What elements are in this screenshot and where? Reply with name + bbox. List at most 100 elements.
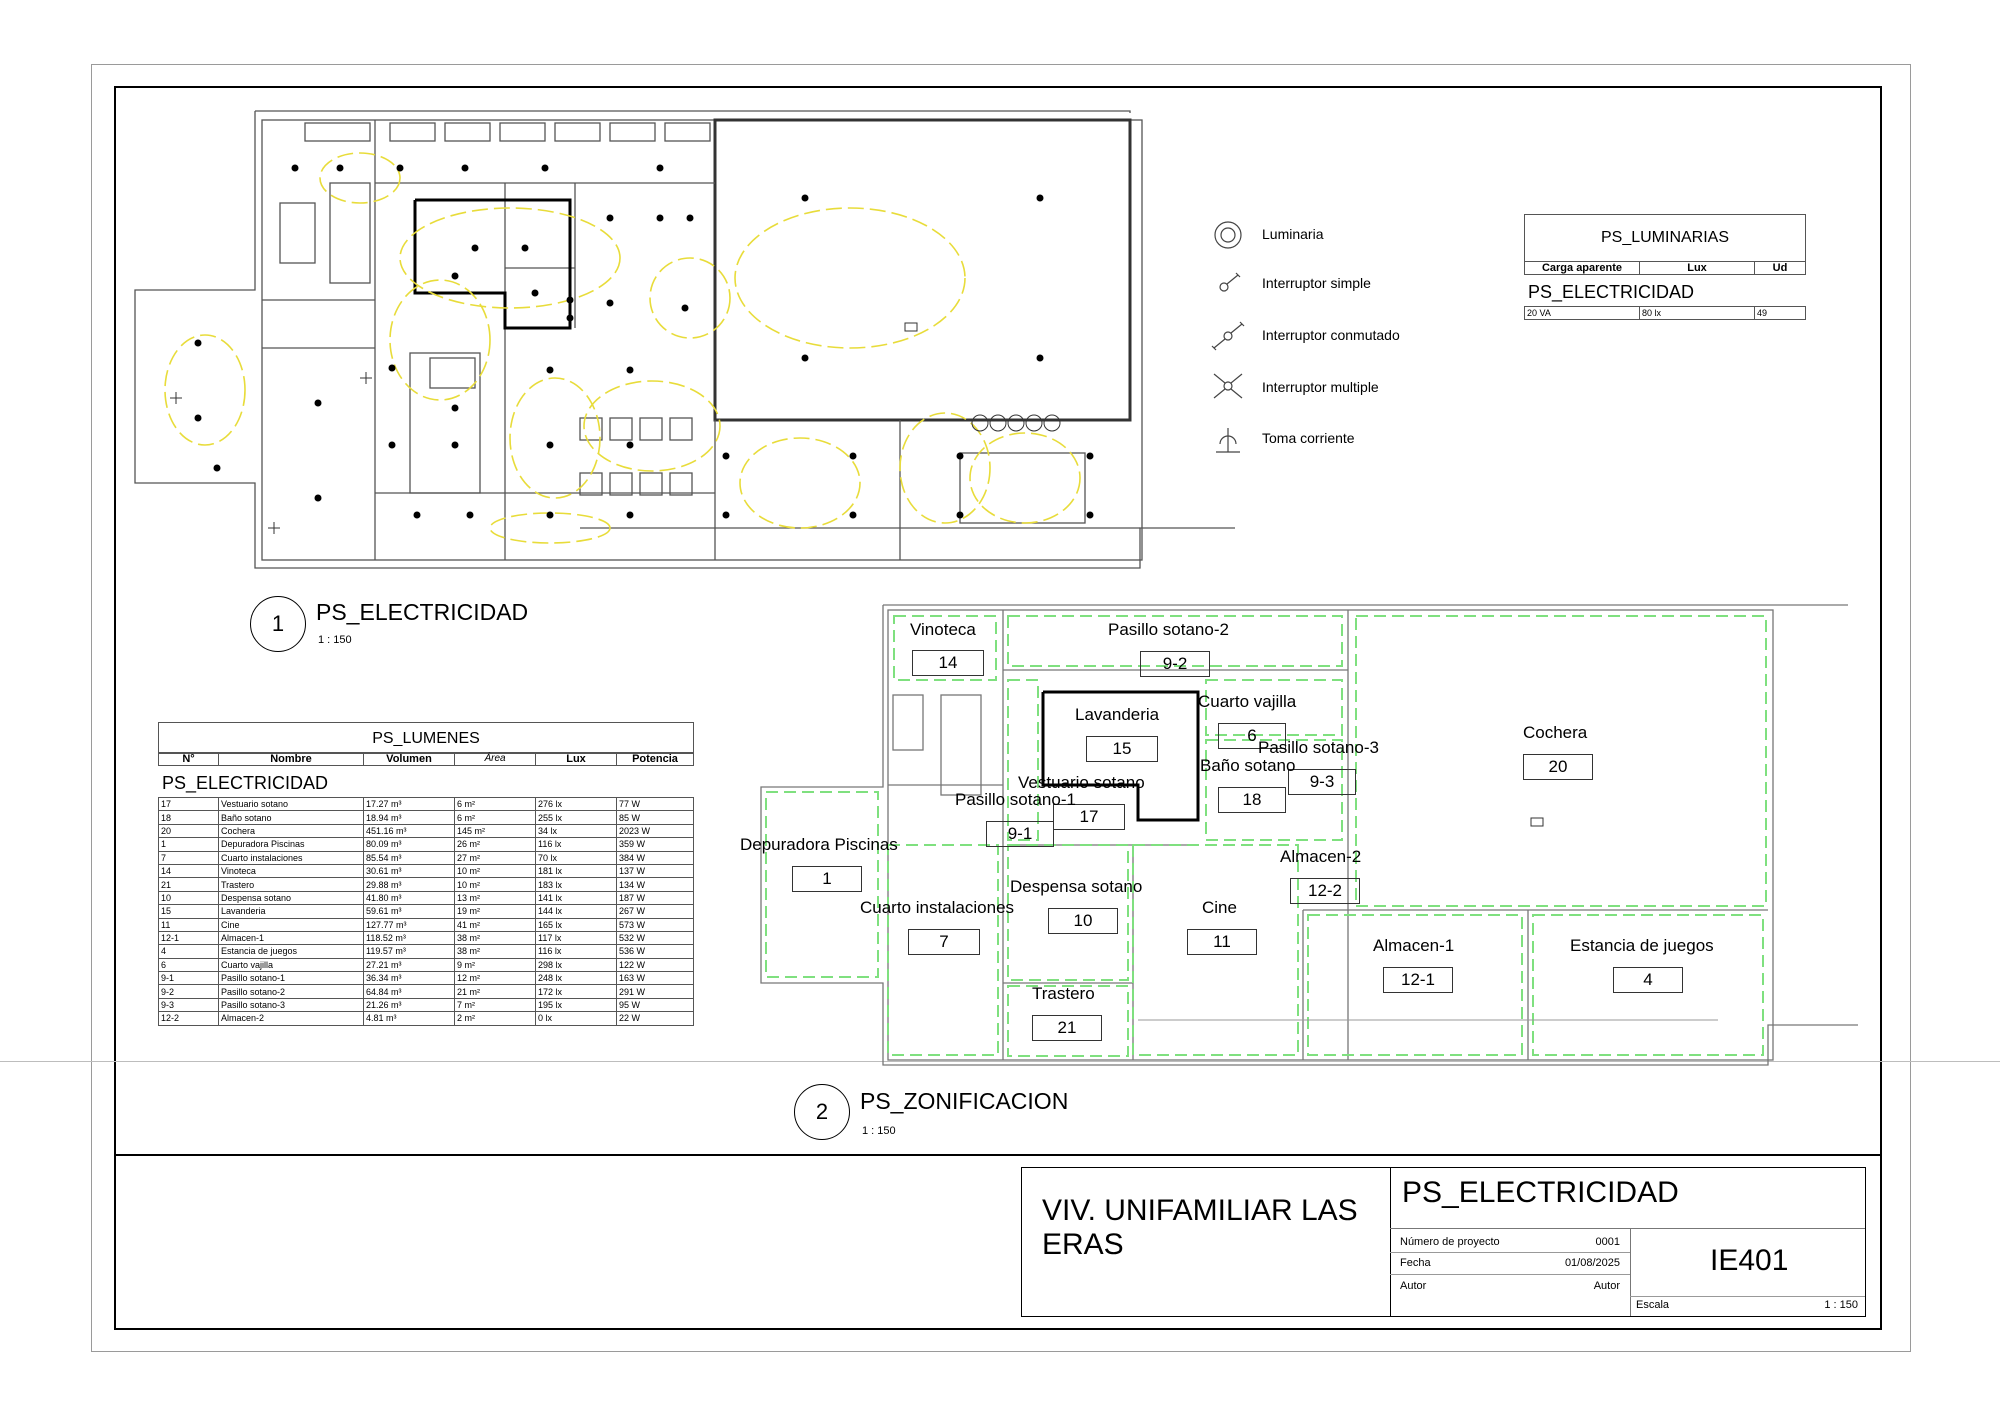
zone-number: 11 <box>1187 929 1257 955</box>
table-cell: 29.88 m³ <box>363 877 455 892</box>
table-cell: 141 lx <box>535 890 617 906</box>
legend-label: Interruptor multiple <box>1262 379 1379 395</box>
table-cell: 49 <box>1754 305 1806 321</box>
view-scale: 1 : 150 <box>862 1125 896 1137</box>
zone-number: 14 <box>912 650 984 676</box>
table-cell: 195 lx <box>535 997 617 1013</box>
table-cell: 20 <box>158 823 219 839</box>
table-cell: 14 <box>158 863 219 879</box>
zoning-plan[interactable] <box>758 600 1858 1070</box>
table-cell: 384 W <box>616 850 694 865</box>
table-cell: 451.16 m³ <box>363 823 455 839</box>
table-cell: Vinoteca <box>218 863 364 879</box>
table-cell: 7 <box>158 850 219 865</box>
table-cell: 27.21 m³ <box>363 957 455 973</box>
table-cell: 187 W <box>616 890 694 906</box>
table-cell: 17.27 m³ <box>363 796 455 812</box>
table-cell: 291 W <box>616 984 694 999</box>
table-cell: Cuarto instalaciones <box>218 850 364 865</box>
electrical-plan[interactable] <box>130 108 1260 578</box>
table-cell: 27 m² <box>454 850 536 865</box>
zone-name: Cuarto vajilla <box>1198 692 1297 711</box>
table-cell: 41.80 m³ <box>363 890 455 906</box>
column-header: N° <box>158 751 219 767</box>
table-cell: 7 m² <box>454 997 536 1013</box>
zone-number: 4 <box>1613 967 1683 993</box>
luminarias-schedule-title: PS_LUMINARIAS <box>1524 214 1806 262</box>
title-bar-separator <box>114 1154 1880 1156</box>
zone-number: 9-1 <box>986 821 1054 847</box>
column-header: Volumen <box>363 751 455 767</box>
table-cell: 134 W <box>616 877 694 892</box>
view-number-circle: 2 <box>794 1084 850 1140</box>
sheet-name: PS_ELECTRICIDAD <box>1402 1176 1679 1209</box>
table-cell: 77 W <box>616 796 694 812</box>
zone-name: Estancia de juegos <box>1570 936 1714 955</box>
zone-name: Cine <box>1202 898 1237 917</box>
sheet-outer-border <box>91 64 1911 1352</box>
table-cell: 119.57 m³ <box>363 944 455 959</box>
table-cell: 536 W <box>616 944 694 959</box>
table-cell: 11 <box>158 917 219 932</box>
zone-number: 20 <box>1523 754 1593 780</box>
zone-name: Trastero <box>1032 984 1095 1003</box>
table-cell: 30.61 m³ <box>363 863 455 879</box>
table-cell: Cochera <box>218 823 364 839</box>
table-cell: 117 lx <box>535 930 617 946</box>
table-cell: 38 m² <box>454 944 536 959</box>
row-label: Autor <box>1400 1280 1427 1292</box>
zone-name: Pasillo sotano-3 <box>1258 738 1379 757</box>
zone-name: Despensa sotano <box>1010 877 1143 896</box>
sheet-inner-border <box>114 86 1882 1330</box>
table-cell: 267 W <box>616 904 694 919</box>
zone-number: 9-2 <box>1140 651 1210 677</box>
table-cell: 255 lx <box>535 810 617 825</box>
table-cell: 21 <box>158 877 219 892</box>
table-row: 20 VA 80 lx 49 <box>1524 305 1806 321</box>
table-cell: 80.09 m³ <box>363 837 455 852</box>
zone-name: Depuradora Piscinas <box>740 835 898 854</box>
column-header: Lux <box>1639 260 1755 276</box>
table-cell: 85.54 m³ <box>363 850 455 865</box>
zone-name: Baño sotano <box>1200 756 1296 775</box>
table-cell: Almacen-2 <box>218 1011 364 1026</box>
table-cell: 183 lx <box>535 877 617 892</box>
table-cell: 21 m² <box>454 984 536 999</box>
zone-number: 21 <box>1032 1015 1102 1041</box>
table-cell: Despensa sotano <box>218 890 364 906</box>
project-name: VIV. UNIFAMILIAR LAS ERAS <box>1042 1194 1358 1261</box>
table-cell: 122 W <box>616 957 694 973</box>
title-block-scale: Escala 1 : 150 <box>1636 1299 1858 1311</box>
row-value: Autor <box>1593 1280 1620 1292</box>
view-title: PS_ZONIFICACION <box>860 1088 1069 1114</box>
table-cell: 12 m² <box>454 971 536 986</box>
multiple-switch-icon <box>1213 373 1243 399</box>
table-cell: 4.81 m³ <box>363 1011 455 1026</box>
table-cell: 298 lx <box>535 957 617 973</box>
table-cell: 116 lx <box>535 837 617 852</box>
column-header: Carga aparente <box>1524 260 1640 276</box>
table-cell: Cuarto vajilla <box>218 957 364 973</box>
table-cell: 20 VA <box>1524 305 1640 321</box>
table-cell: 532 W <box>616 930 694 946</box>
table-cell: 12-2 <box>158 1011 219 1026</box>
table-cell: 6 m² <box>454 810 536 825</box>
column-header: Ud <box>1754 260 1806 276</box>
table-cell: 144 lx <box>535 904 617 919</box>
title-block: VIV. UNIFAMILIAR LAS ERAS PS_ELECTRICIDA… <box>1021 1167 1866 1317</box>
row-label: Fecha <box>1400 1257 1431 1269</box>
zone-number: 15 <box>1086 736 1158 762</box>
column-header: Nombre <box>218 751 364 767</box>
column-header: Área <box>454 751 536 767</box>
